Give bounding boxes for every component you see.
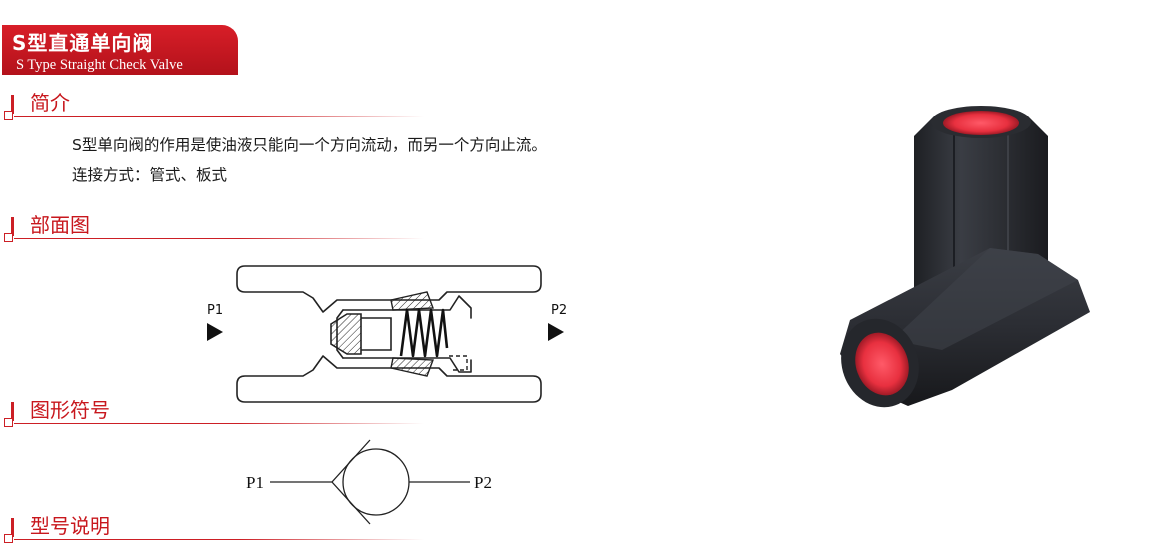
section-marker-box bbox=[4, 534, 13, 543]
section-marker bbox=[11, 217, 14, 236]
section-title-symbol: 图形符号 bbox=[30, 398, 110, 422]
section-label-p1: P1 bbox=[207, 303, 223, 318]
valve-lying bbox=[840, 248, 1090, 408]
valve-section-drawing: P1 P2 bbox=[207, 265, 567, 403]
section-marker-box bbox=[4, 111, 13, 120]
section-label-p2: P2 bbox=[551, 303, 567, 318]
symbol-label-p1: P1 bbox=[246, 473, 264, 492]
product-photo bbox=[840, 106, 1090, 408]
section-title-intro: 简介 bbox=[30, 91, 70, 115]
section-rule bbox=[14, 116, 424, 117]
section-rule bbox=[14, 423, 424, 424]
intro-text-line-2: 连接方式：管式、板式 bbox=[72, 166, 228, 184]
page-subtitle: S Type Straight Check Valve bbox=[16, 57, 183, 73]
section-marker bbox=[11, 518, 14, 537]
flow-arrow-outlet bbox=[548, 323, 564, 341]
symbol-label-p2: P2 bbox=[474, 473, 492, 492]
section-marker bbox=[11, 95, 14, 114]
section-rule bbox=[14, 238, 424, 239]
section-title-section-view: 部面图 bbox=[30, 213, 90, 237]
section-marker-box bbox=[4, 418, 13, 427]
section-marker-box bbox=[4, 233, 13, 242]
page-title: S型直通单向阀 bbox=[12, 31, 154, 55]
section-title-model: 型号说明 bbox=[30, 514, 110, 538]
flow-arrow-inlet bbox=[207, 323, 223, 341]
section-rule bbox=[14, 539, 424, 540]
section-marker bbox=[11, 402, 14, 421]
title-banner: S型直通单向阀 S Type Straight Check Valve bbox=[2, 25, 238, 75]
check-valve-symbol: P1 P2 bbox=[246, 439, 492, 525]
intro-text-line-1: S型单向阀的作用是使油液只能向一个方向流动，而另一个方向止流。 bbox=[72, 136, 547, 154]
